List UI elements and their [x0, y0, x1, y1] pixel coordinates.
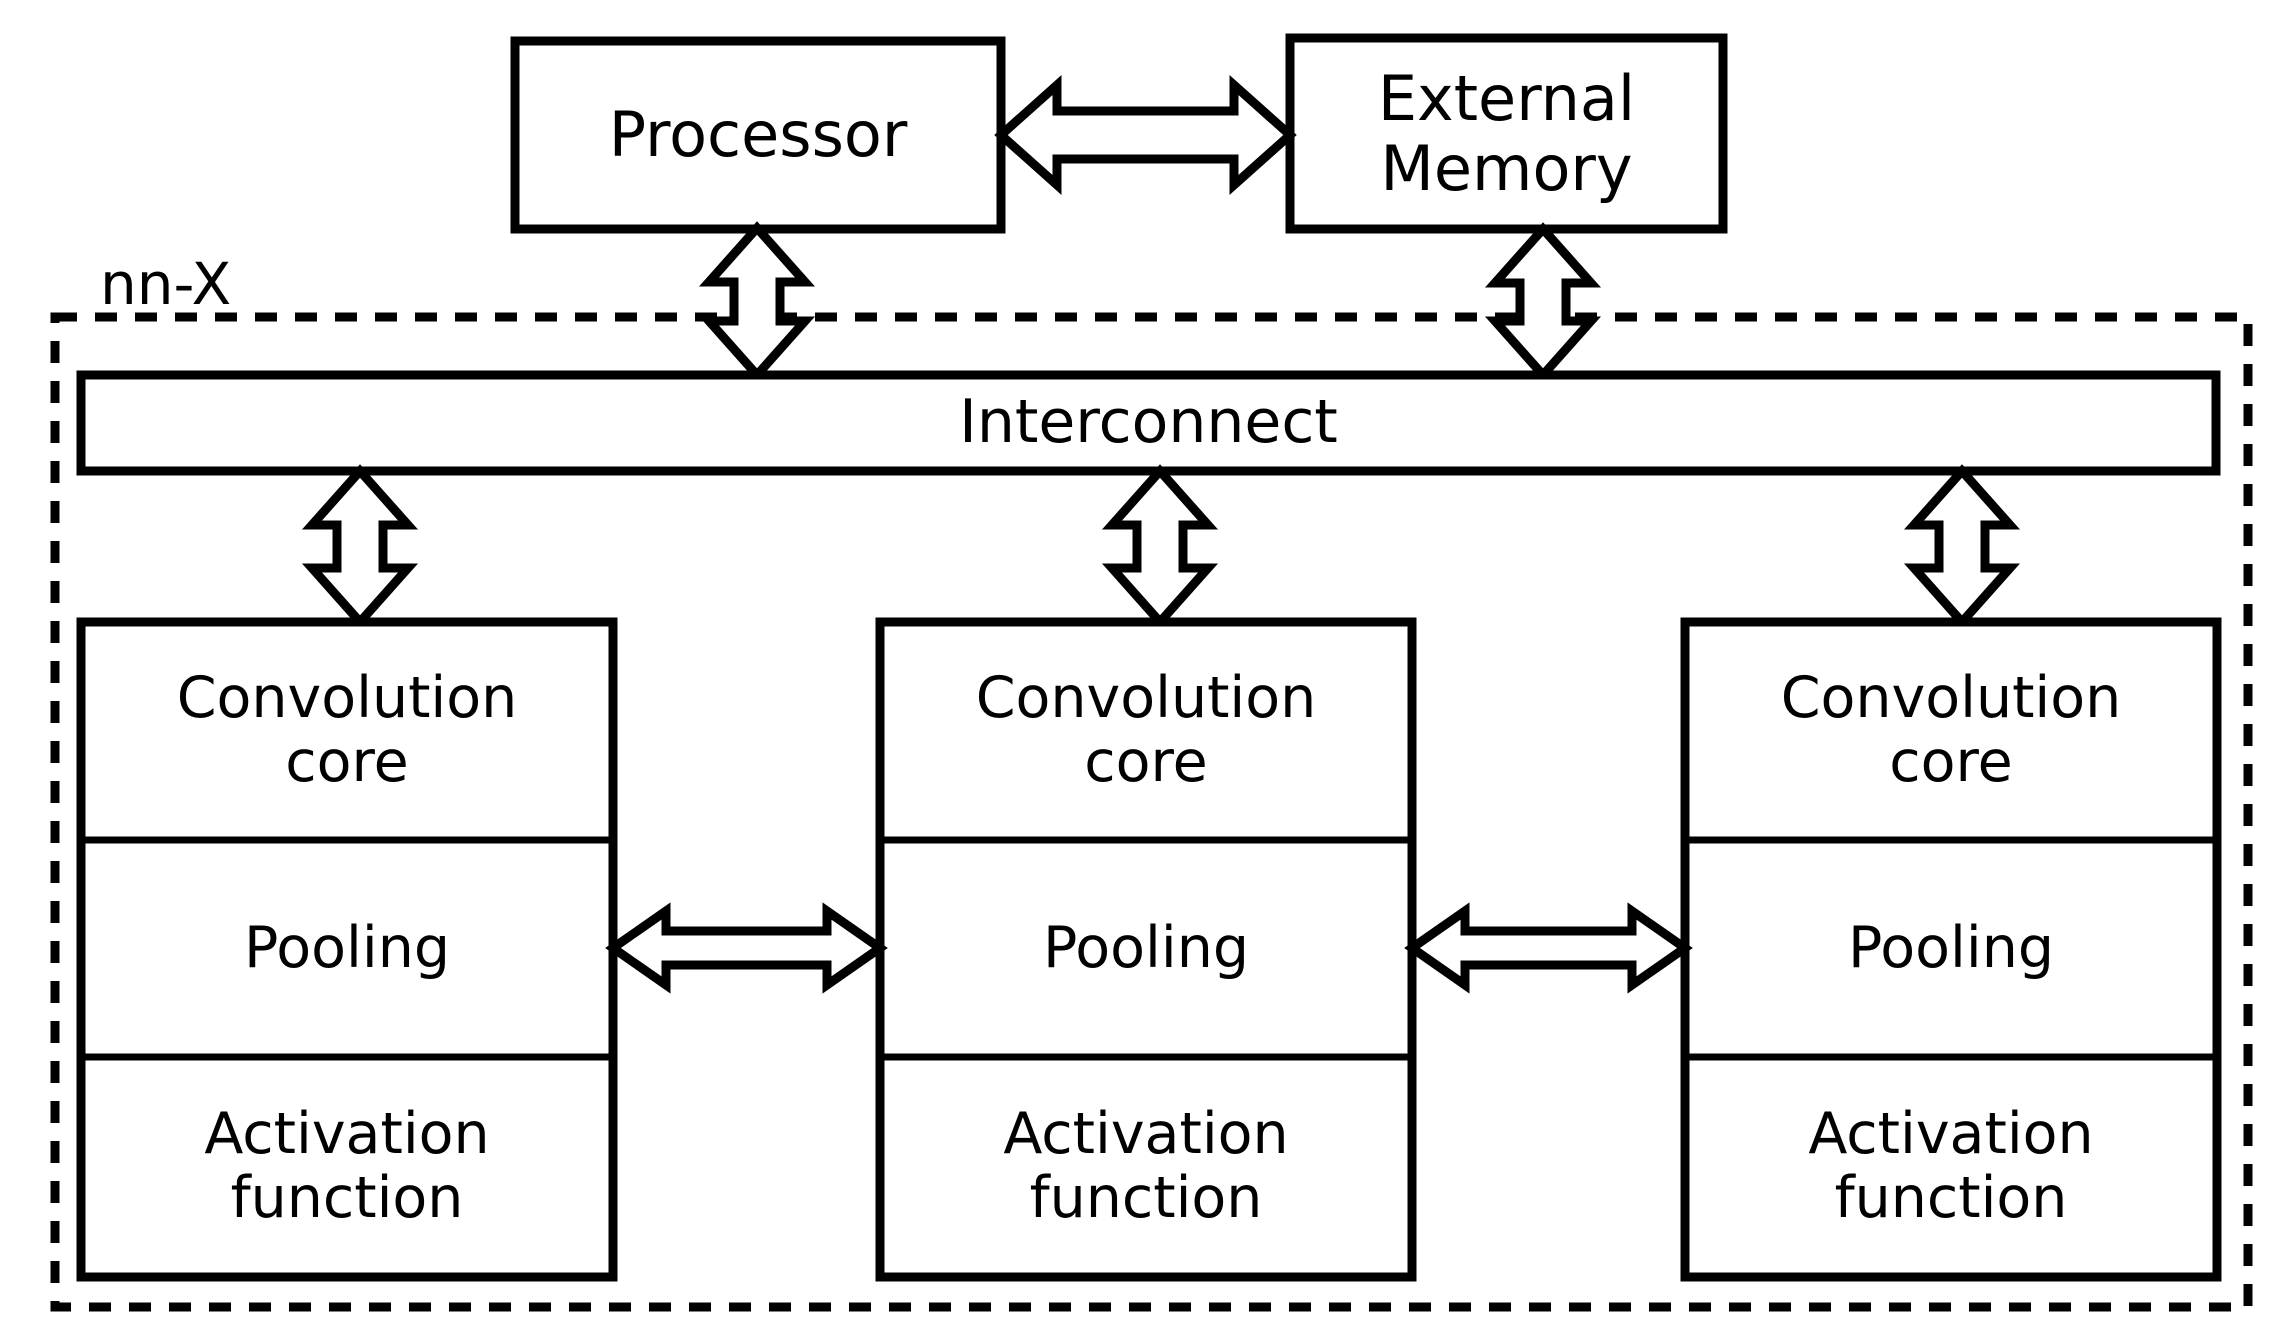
- core-left-block[interactable]: [76, 617, 618, 1282]
- interconnect-box[interactable]: [76, 370, 2221, 476]
- core-middle-core-right-arrow: [1404, 902, 1693, 994]
- core-left-outline: [76, 617, 618, 1282]
- core-middle-block[interactable]: [875, 617, 1417, 1282]
- processor-box[interactable]: [510, 36, 1006, 234]
- processor-interconnect-arrow: [698, 221, 816, 382]
- external-memory-interconnect-arrow: [1484, 222, 1602, 382]
- core-right-block[interactable]: [1680, 617, 2222, 1282]
- interconnect-core-middle-arrow: [1101, 464, 1219, 629]
- core-right-outline: [1680, 617, 2222, 1282]
- external-memory-box[interactable]: [1285, 33, 1728, 234]
- core-middle-outline: [875, 617, 1417, 1282]
- nn-x-boundary: [50, 312, 2253, 1312]
- processor-external-memory-arrow: [994, 74, 1297, 196]
- core-left-core-middle-arrow: [605, 902, 888, 994]
- interconnect-core-left-arrow: [301, 464, 419, 629]
- interconnect-core-right-arrow: [1903, 464, 2021, 629]
